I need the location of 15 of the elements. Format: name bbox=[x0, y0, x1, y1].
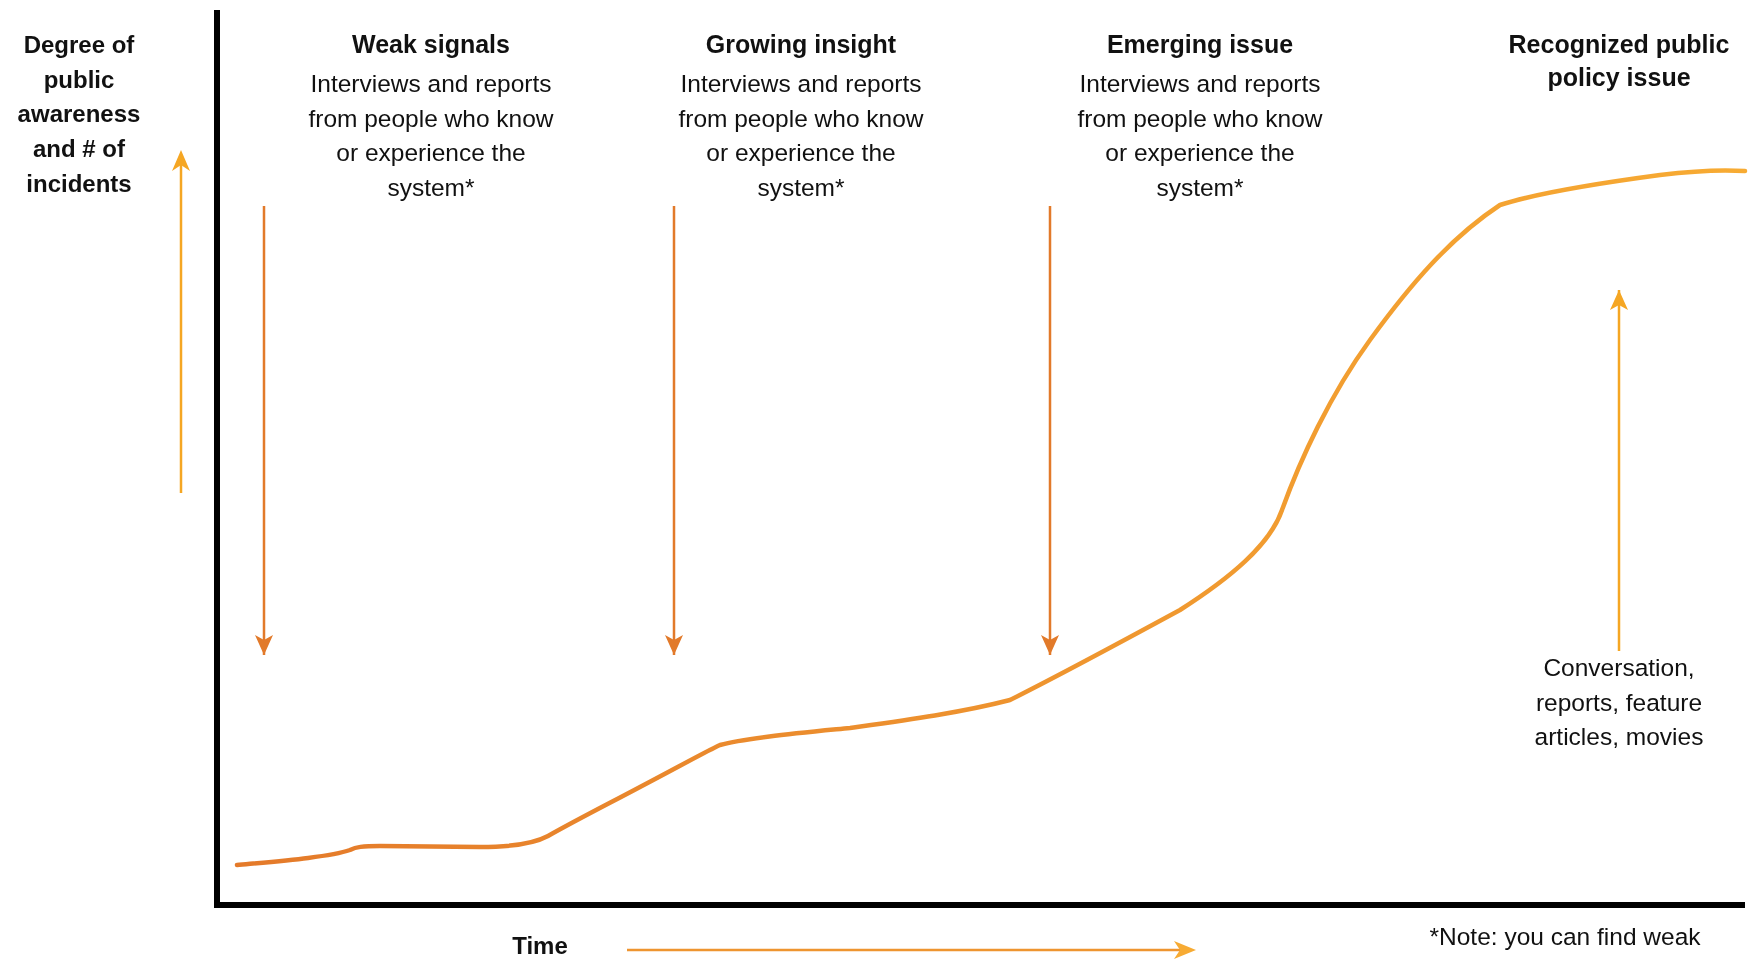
stage-description: Conversation, reports, feature articles, movies bbox=[1533, 653, 1705, 753]
axis-label: Time bbox=[511, 931, 569, 961]
arrow bbox=[1610, 290, 1628, 651]
note-text: *Note: you can find weak bbox=[1428, 922, 1702, 952]
stage-description: Interviews and reports from people who know or experience the system* bbox=[677, 69, 925, 204]
stage-heading: Growing insight bbox=[704, 29, 898, 60]
arrow bbox=[255, 206, 273, 655]
arrow bbox=[665, 206, 683, 655]
stage-heading: Emerging issue bbox=[1105, 29, 1295, 60]
axis-label: Degree of public awareness and # of incidents bbox=[16, 30, 142, 199]
stage-heading: Weak signals bbox=[351, 29, 511, 60]
arrow bbox=[1041, 206, 1059, 655]
stage-description: Interviews and reports from people who know or experience the system* bbox=[307, 69, 555, 204]
stage-description: Interviews and reports from people who know or experience the system* bbox=[1076, 69, 1324, 204]
stage-heading: Recognized public policy issue bbox=[1507, 29, 1731, 93]
